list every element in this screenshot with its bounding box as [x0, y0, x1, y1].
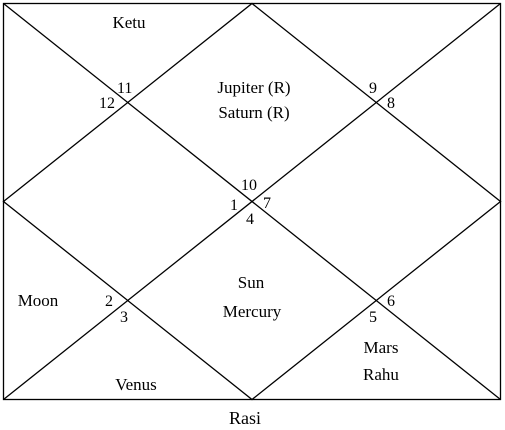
- house-number-8: 8: [387, 95, 395, 112]
- planet-label: Venus: [115, 375, 157, 394]
- planet-label: Mars: [364, 338, 399, 357]
- house-number-6: 6: [387, 293, 395, 310]
- planet-label: Rahu: [363, 365, 399, 384]
- house-number-12: 12: [99, 95, 115, 112]
- planet-label: Sun: [238, 273, 265, 292]
- planet-label: Jupiter (R): [217, 78, 290, 97]
- planet-label: Ketu: [112, 13, 146, 32]
- house-number-1: 1: [230, 197, 238, 214]
- planet-label: Mercury: [223, 302, 282, 321]
- house-number-3: 3: [120, 309, 128, 326]
- inner-diamond: [2, 2, 502, 401]
- house-number-11: 11: [117, 80, 132, 97]
- house-number-5: 5: [369, 309, 377, 326]
- house-number-9: 9: [369, 80, 377, 97]
- planet-label: Moon: [18, 291, 59, 310]
- diagonal-line: [3, 2, 501, 401]
- house-number-2: 2: [105, 293, 113, 310]
- chart-caption: Rasi: [229, 408, 261, 428]
- planet-label: Saturn (R): [218, 103, 289, 122]
- house-number-7: 7: [263, 195, 271, 212]
- house-number-4: 4: [246, 211, 254, 228]
- house-number-10: 10: [241, 177, 257, 194]
